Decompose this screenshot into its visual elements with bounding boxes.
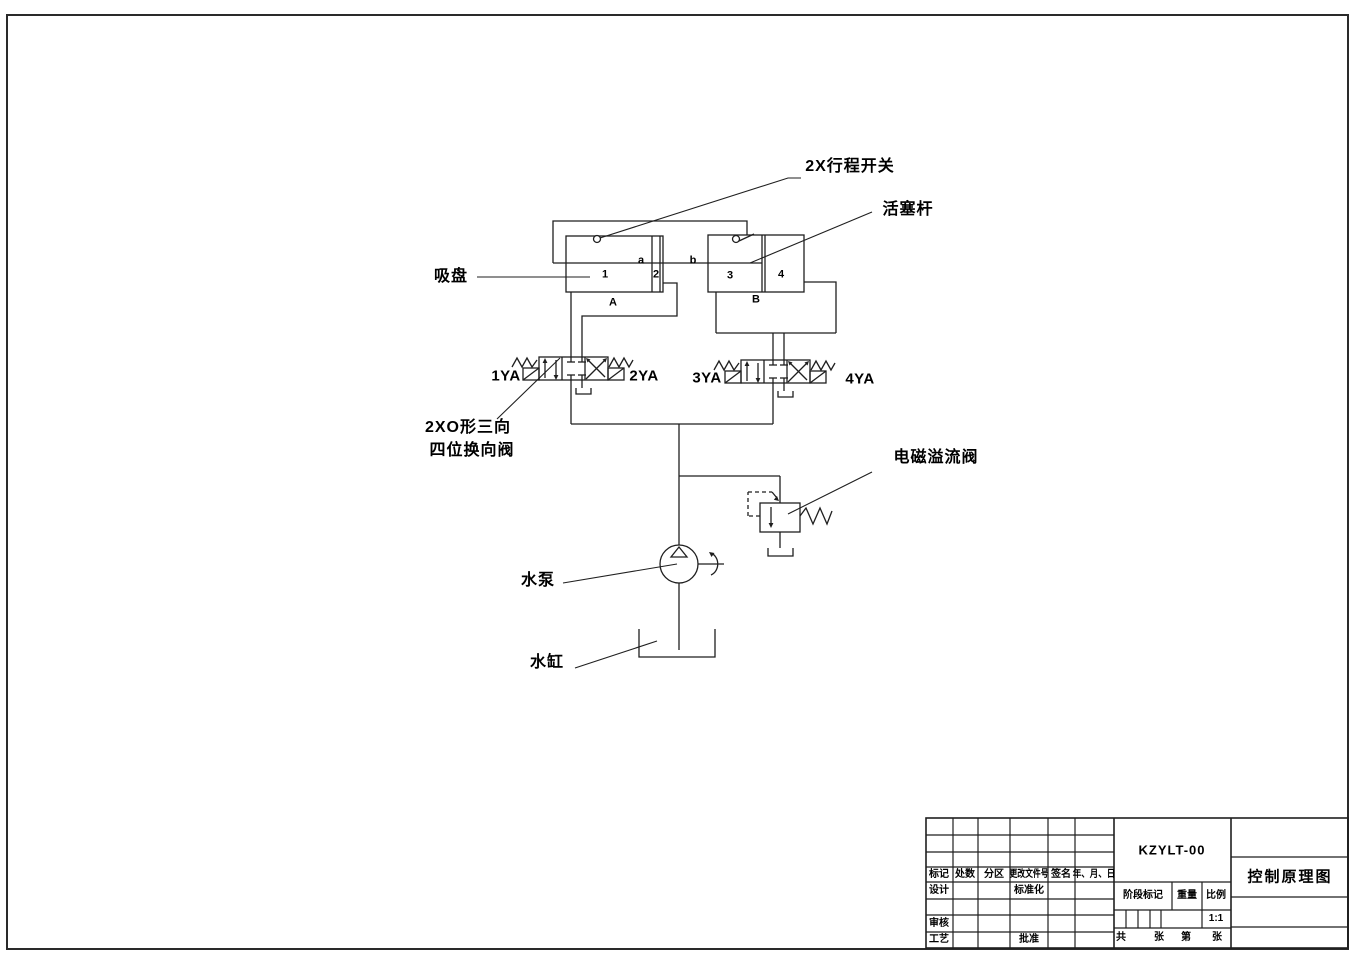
callout-tank: 水缸: [529, 654, 565, 671]
title-block-header-mark: 标记: [929, 869, 949, 880]
callout-relief-valve: 电磁溢流阀: [893, 449, 979, 466]
chamber-label-2: 2: [652, 268, 660, 281]
title-block-header-zone: 分区: [984, 869, 1004, 880]
title-block-role-process: 工艺: [929, 934, 949, 945]
port-label-b: b: [689, 254, 697, 267]
water-tank-icon: [638, 629, 716, 658]
title-block-sheet-unit2: 张: [1212, 932, 1222, 943]
title-block-header-signature: 签名: [1051, 869, 1071, 880]
title-block-field-scale: 比例: [1206, 890, 1226, 901]
title-block-drawing-no: KZYLT-00: [1138, 842, 1206, 858]
chamber-label-1: 1: [601, 268, 609, 281]
title-block-field-weight: 重量: [1177, 890, 1197, 901]
title-block-role-standardize: 标准化: [1014, 885, 1044, 896]
title-block-header-date: 年、月、日: [1072, 869, 1116, 880]
title-block-header-count: 处数: [955, 869, 975, 880]
title-block-field-stage-mark: 阶段标记: [1123, 890, 1163, 901]
callout-suction-cup: 吸盘: [433, 268, 469, 285]
cylinder-label-b: B: [752, 293, 760, 306]
pipes-cylinder-b: [715, 281, 837, 360]
title-block-role-check: 审核: [929, 918, 949, 929]
leader-lines: [477, 177, 873, 669]
title-block-sheet-no: 第: [1181, 932, 1191, 943]
title-block-sheet-unit1: 张: [1154, 932, 1164, 943]
port-label-a: a: [637, 254, 645, 267]
title-block-title: 控制原理图: [1247, 868, 1333, 886]
callout-pump: 水泵: [520, 572, 556, 589]
title-block-role-design: 设计: [929, 885, 949, 896]
travel-switch-b-icon: [731, 233, 755, 244]
title-block-role-approve: 批准: [1019, 934, 1039, 945]
callout-travel-switch: 2X行程开关: [805, 158, 895, 175]
piston-rod-line: [552, 220, 762, 264]
chamber-label-3: 3: [726, 269, 734, 282]
title-block-grid: [925, 817, 1349, 949]
pressure-line: [570, 380, 781, 545]
solenoid-label-2ya: 2YA: [629, 367, 659, 385]
chamber-label-4: 4: [777, 268, 785, 281]
directional-valve-a-icon: [511, 356, 634, 395]
title-block-header-change-doc: 更改文件号: [1009, 869, 1049, 880]
callout-valve-name-line2: 四位换向阀: [429, 442, 515, 459]
callout-valve-name-line1: 2XO形三向: [424, 419, 512, 436]
solenoid-label-4ya: 4YA: [845, 370, 875, 388]
cylinder-a-icon: [565, 235, 664, 293]
sheet-border: [6, 14, 1349, 950]
directional-valve-b-icon: [713, 359, 836, 398]
solenoid-label-1ya: 1YA: [491, 367, 521, 385]
solenoid-label-3ya: 3YA: [692, 369, 722, 387]
title-block-scale-value: 1:1: [1208, 913, 1224, 924]
callout-piston-rod: 活塞杆: [882, 201, 934, 218]
travel-switch-a-icon: [592, 234, 602, 244]
cylinder-label-a: A: [609, 296, 617, 309]
pipes-cylinder-a: [570, 282, 678, 357]
pump-icon: [659, 544, 724, 650]
title-block-sheet-total: 共: [1116, 932, 1126, 943]
relief-valve-icon: [747, 491, 833, 557]
